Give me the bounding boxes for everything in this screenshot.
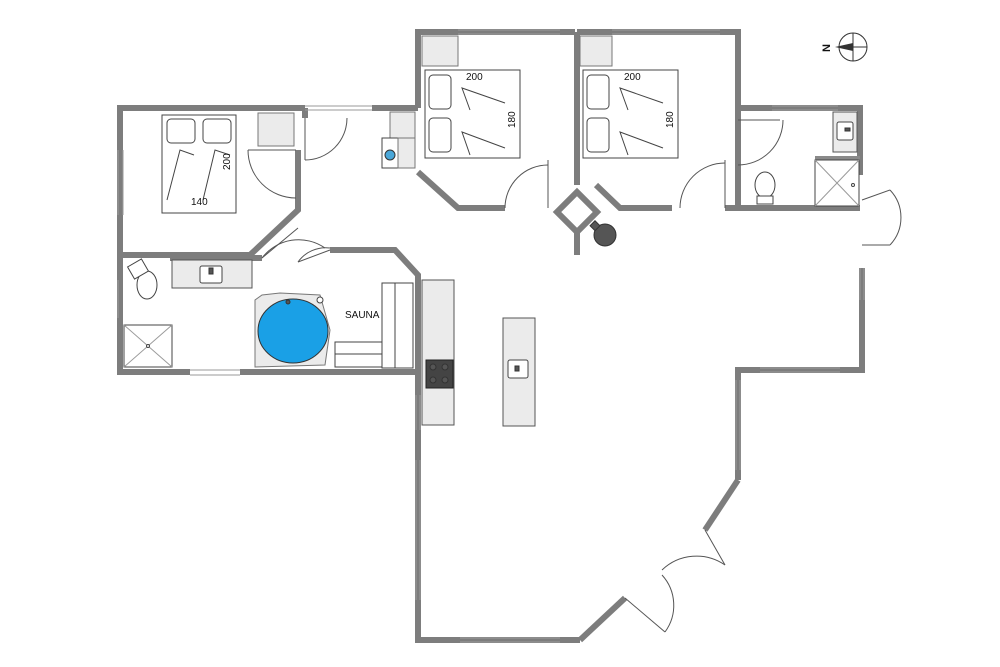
wall-living-left bbox=[415, 372, 430, 643]
sauna-label: SAUNA bbox=[345, 310, 380, 321]
pillow-icon bbox=[202, 118, 232, 144]
blanket-fold-icon bbox=[202, 149, 231, 201]
wall-bedroom-3-bottom bbox=[593, 182, 672, 211]
hall bbox=[381, 111, 416, 169]
wall-living-right bbox=[735, 268, 865, 480]
wardrobe bbox=[421, 35, 459, 67]
faucet-icon bbox=[844, 127, 851, 132]
blanket-fold-icon bbox=[166, 149, 195, 201]
wall-bedroom-2-bottom bbox=[415, 169, 505, 211]
left-bathroom bbox=[123, 258, 253, 368]
drain-icon bbox=[851, 183, 855, 187]
blanket-fold-icon bbox=[461, 87, 506, 111]
spa-pool bbox=[257, 298, 329, 364]
pillow-icon bbox=[428, 117, 452, 153]
faucet-icon bbox=[514, 365, 520, 372]
compass-north-label: N bbox=[821, 44, 833, 52]
bed-length-label: 200 bbox=[624, 72, 641, 83]
bed-length-label: 200 bbox=[222, 153, 233, 170]
sauna-bench bbox=[334, 353, 383, 368]
walls bbox=[117, 29, 865, 643]
toilet-icon bbox=[754, 171, 776, 199]
faucet-icon bbox=[208, 267, 214, 275]
bed-width-label: 180 bbox=[507, 111, 518, 128]
pillow-icon bbox=[586, 117, 610, 153]
right-bathroom bbox=[754, 111, 860, 207]
bedroom-3: 200 180 bbox=[579, 35, 679, 159]
wall-sauna-top bbox=[330, 247, 421, 372]
spa-jet-icon bbox=[285, 299, 291, 305]
blanket-fold-icon bbox=[619, 87, 664, 111]
cooktop-icon bbox=[425, 359, 454, 389]
wall-bedroom-2 bbox=[415, 29, 575, 108]
bed-width-label: 180 bbox=[665, 111, 676, 128]
toilet-tank-icon bbox=[756, 195, 774, 205]
windows bbox=[117, 29, 865, 643]
kitchen-counter bbox=[421, 279, 455, 426]
wardrobe bbox=[257, 112, 295, 147]
sauna-bench bbox=[381, 282, 396, 369]
living-kitchen bbox=[421, 220, 617, 427]
sauna-bench bbox=[394, 282, 414, 369]
master-bedroom: 140 200 bbox=[161, 112, 295, 214]
bed-width-label: 140 bbox=[191, 197, 208, 208]
storage-cupboard bbox=[389, 111, 416, 139]
bedroom-2: 200 180 bbox=[421, 35, 521, 159]
drain-icon bbox=[146, 344, 150, 348]
stove-flue-icon bbox=[589, 220, 601, 232]
wardrobe bbox=[579, 35, 613, 67]
wall-diagonal-upper bbox=[702, 478, 741, 532]
washer-drum-icon bbox=[384, 149, 396, 161]
pillow-icon bbox=[586, 74, 610, 110]
pillow-icon bbox=[428, 74, 452, 110]
compass: N bbox=[821, 32, 868, 62]
wall-diagonal-lower bbox=[577, 595, 628, 643]
blanket-fold-icon bbox=[619, 131, 664, 156]
toilet-tank-icon bbox=[126, 258, 150, 280]
hall-cabinet bbox=[397, 137, 416, 169]
compass-needle-icon bbox=[835, 43, 853, 51]
spa-control-icon bbox=[316, 296, 324, 304]
doors bbox=[247, 117, 902, 633]
bed-length-label: 200 bbox=[466, 72, 483, 83]
wood-stove-icon bbox=[593, 223, 617, 247]
blanket-fold-icon bbox=[461, 131, 506, 156]
wall-left-bathroom bbox=[117, 255, 190, 375]
sauna-bench bbox=[334, 341, 383, 355]
spa-area: SAUNA bbox=[254, 282, 414, 369]
pillow-icon bbox=[166, 118, 196, 144]
